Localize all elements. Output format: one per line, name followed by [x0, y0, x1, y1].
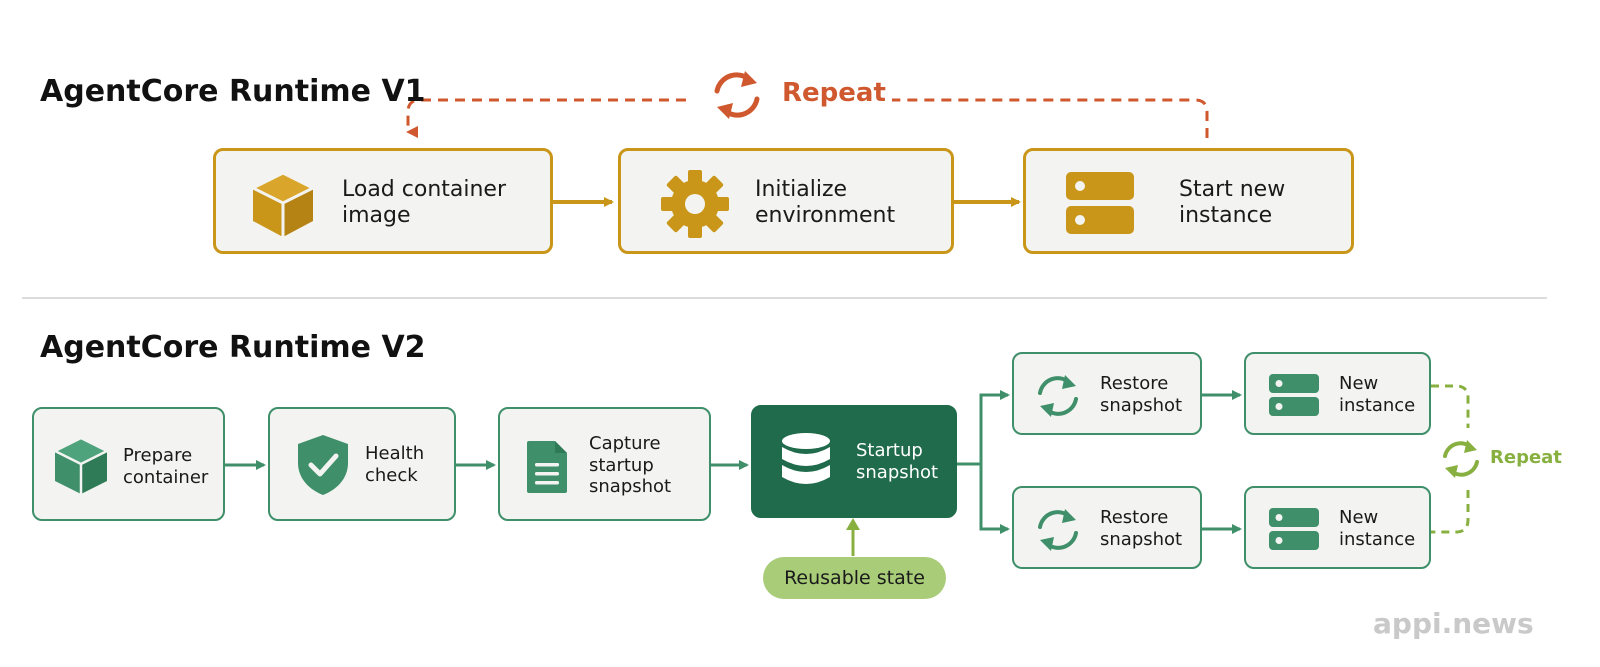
v2-step-label: Startup snapshot: [856, 440, 939, 483]
v1-repeat-loop-right: [892, 98, 1209, 138]
v2-repeat-bracket-top: [1431, 384, 1470, 428]
database-icon: [779, 431, 833, 495]
refresh-icon: [1034, 506, 1082, 554]
server-icon: [1268, 507, 1320, 551]
v2-step-capture-snapshot: Capture startup snapshot: [498, 407, 711, 521]
v2-branch-restore-top: Restore snapshot: [1012, 352, 1202, 435]
v2-step-health-check: Health check: [268, 407, 456, 521]
section-divider: [22, 297, 1547, 299]
v2-step-startup-snapshot: Startup snapshot: [751, 405, 957, 518]
v2-repeat-bracket-bottom: [1431, 490, 1470, 534]
document-icon: [525, 439, 569, 495]
watermark: appi.news: [1373, 607, 1534, 640]
v2-step-label: Capture startup snapshot: [589, 433, 672, 498]
v2-branch-instance-top: New instance: [1244, 352, 1431, 435]
v1-step-label: Start new instance: [1179, 177, 1286, 229]
v1-repeat-label: Repeat: [782, 78, 886, 108]
v2-branch-label: New instance: [1339, 373, 1416, 416]
v2-branch-up: [979, 390, 1010, 464]
reusable-state-badge: Reusable state: [763, 557, 946, 599]
v2-refresh-icon: [1443, 440, 1479, 478]
v2-branch-down: [979, 464, 1010, 534]
v1-step-label: Load container image: [342, 177, 507, 229]
v1-step-load-container: Load container image: [213, 148, 553, 254]
cube-icon: [53, 436, 109, 496]
refresh-icon: [1034, 372, 1082, 420]
shield-check-icon: [296, 433, 350, 497]
v1-step-start-instance: Start new instance: [1023, 148, 1354, 254]
v2-branch-label: Restore snapshot: [1100, 507, 1183, 550]
server-icon: [1064, 170, 1136, 236]
v1-repeat-loop-left: [406, 98, 686, 138]
v1-title: AgentCore Runtime V1: [40, 74, 426, 109]
v2-branch-label: New instance: [1339, 507, 1416, 550]
cube-icon: [248, 169, 318, 239]
v1-step-label: Initialize environment: [755, 177, 896, 229]
v2-step-label: Health check: [365, 443, 425, 486]
v2-branch-restore-bottom: Restore snapshot: [1012, 486, 1202, 569]
v2-branch-instance-bottom: New instance: [1244, 486, 1431, 569]
v2-step-prepare-container: Prepare container: [32, 407, 225, 521]
v2-step-label: Prepare container: [123, 445, 209, 488]
v1-step-initialize: Initialize environment: [618, 148, 954, 254]
gear-icon: [659, 168, 731, 240]
v2-reusable-arrowhead: [846, 518, 860, 530]
v2-branch-label: Restore snapshot: [1100, 373, 1183, 416]
v2-title: AgentCore Runtime V2: [40, 330, 426, 365]
v1-refresh-icon: [714, 71, 760, 119]
server-icon: [1268, 373, 1320, 417]
v2-repeat-label: Repeat: [1490, 447, 1562, 468]
